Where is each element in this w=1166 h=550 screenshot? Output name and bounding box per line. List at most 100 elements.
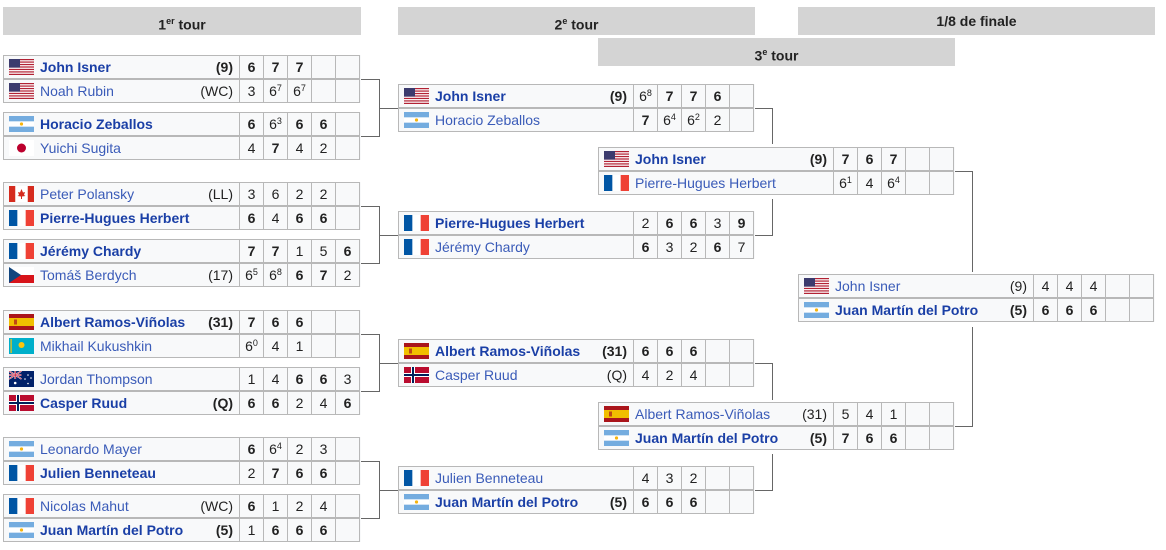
player-name-link[interactable]: Albert Ramos-Viñolas: [40, 314, 186, 330]
player-name-link[interactable]: John Isner: [40, 59, 111, 75]
set-score: 4: [1057, 274, 1082, 298]
set-score: 7: [263, 136, 288, 160]
set-score: [729, 84, 754, 108]
set-games: 7: [271, 465, 280, 481]
set-score: 4: [263, 334, 288, 358]
set-score: 6: [311, 367, 336, 391]
player-name-link[interactable]: Juan Martín del Potro: [40, 522, 184, 538]
connector-line: [772, 199, 773, 236]
set-games: 7: [841, 430, 850, 446]
flag-fr-icon: [604, 175, 629, 191]
seed-label: (17): [208, 267, 233, 283]
header-round-2-sup: e: [562, 16, 568, 26]
set-score: 6: [287, 310, 312, 334]
seed-label: (5): [609, 494, 627, 510]
player-cell: Nicolas Mahut(WC): [3, 494, 240, 518]
player-name-link[interactable]: John Isner: [435, 88, 506, 104]
player-name-link[interactable]: John Isner: [635, 151, 706, 167]
player-name-link[interactable]: Horacio Zeballos: [435, 112, 541, 128]
set-score: 4: [633, 466, 658, 490]
player-cell: John Isner(9): [398, 84, 634, 108]
set-games: 3: [319, 441, 328, 457]
player-name-link[interactable]: Peter Polansky: [40, 186, 135, 202]
set-games: 2: [295, 186, 304, 202]
player-name-link[interactable]: Yuichi Sugita: [40, 140, 121, 156]
set-games: 3: [665, 470, 674, 486]
flag-fr-icon: [9, 210, 34, 226]
set-score: 4: [857, 402, 882, 426]
player-name-link[interactable]: Pierre-Hugues Herbert: [635, 175, 776, 191]
set-score: 9: [729, 211, 754, 235]
set-games: 6: [319, 210, 328, 226]
player-name-link[interactable]: Albert Ramos-Viñolas: [435, 343, 581, 359]
player-cell: John Isner(9): [798, 274, 1034, 298]
player-name-link[interactable]: Juan Martín del Potro: [435, 494, 579, 510]
seed-label: (Q): [606, 367, 627, 383]
player-name-link[interactable]: Casper Ruud: [40, 395, 128, 411]
player-name-link[interactable]: Leonardo Mayer: [40, 441, 142, 457]
set-games: 6: [1041, 302, 1050, 318]
set-score: 7: [881, 147, 906, 171]
set-games: 4: [271, 338, 280, 354]
flag-ar-icon: [9, 522, 34, 538]
set-score: 7: [657, 84, 682, 108]
player-name-link[interactable]: Casper Ruud: [435, 367, 518, 383]
player-name-link[interactable]: Horacio Zeballos: [40, 116, 153, 132]
player-cell: Horacio Zeballos: [398, 108, 634, 132]
player-name-link[interactable]: Pierre-Hugues Herbert: [40, 210, 190, 226]
set-score: 7: [263, 55, 288, 79]
set-games: 6: [295, 371, 304, 387]
connector-line: [755, 490, 772, 491]
set-games: 6: [343, 395, 352, 411]
set-games: 6: [245, 267, 253, 283]
player-name-link[interactable]: Pierre-Hugues Herbert: [435, 215, 585, 231]
seed-label: (9): [809, 151, 827, 167]
player-cell: Juan Martín del Potro (5): [798, 298, 1034, 322]
player-name-link[interactable]: Jérémy Chardy: [40, 243, 142, 259]
player-name-link[interactable]: Julien Benneteau: [40, 465, 156, 481]
player-cell: Albert Ramos-Viñolas(31): [3, 310, 240, 334]
player-name-link[interactable]: Tomáš Berdych: [40, 267, 137, 283]
player-name-link[interactable]: Nicolas Mahut: [40, 498, 129, 514]
set-score: 6: [311, 461, 336, 485]
set-score: [729, 466, 754, 490]
set-score: 7: [633, 108, 658, 132]
flag-fr-icon: [404, 215, 429, 231]
header-round-1-sup: er: [166, 16, 175, 26]
set-games: 6: [639, 88, 647, 104]
player-name-link[interactable]: Juan Martín del Potro: [635, 430, 779, 446]
set-score: 6: [705, 235, 730, 259]
set-games: 6: [663, 112, 671, 128]
flag-ar-icon: [9, 116, 34, 132]
set-score: 6: [633, 235, 658, 259]
player-name-link[interactable]: John Isner: [835, 278, 901, 294]
seed-label: (5): [1009, 302, 1027, 318]
set-score: 2: [287, 437, 312, 461]
player-name-link[interactable]: Jérémy Chardy: [435, 239, 530, 255]
set-score: 6: [311, 518, 336, 542]
player-name-link[interactable]: Jordan Thompson: [40, 371, 153, 387]
set-score: 2: [287, 494, 312, 518]
connector-line: [361, 136, 379, 137]
set-score: 2: [681, 235, 706, 259]
set-games: 6: [689, 215, 698, 231]
set-score: [311, 55, 336, 79]
set-games: 6: [295, 210, 304, 226]
flag-fr-icon: [9, 498, 34, 514]
set-score: [705, 363, 730, 387]
header-round-3-num: 3: [754, 47, 763, 64]
connector-line: [755, 108, 772, 109]
player-name-link[interactable]: Mikhail Kukushkin: [40, 338, 153, 354]
set-score: 6: [239, 55, 264, 79]
player-name-link[interactable]: Albert Ramos-Viñolas: [635, 406, 771, 422]
set-games: 7: [271, 59, 280, 75]
player-name-link[interactable]: Julien Benneteau: [435, 470, 544, 486]
player-name-link[interactable]: Noah Rubin: [40, 83, 114, 99]
seed-label: (31): [802, 406, 827, 422]
tiebreak-points: 3: [276, 116, 282, 126]
player-cell: Julien Benneteau: [3, 461, 240, 485]
player-name-link[interactable]: Juan Martín del Potro: [835, 302, 979, 318]
